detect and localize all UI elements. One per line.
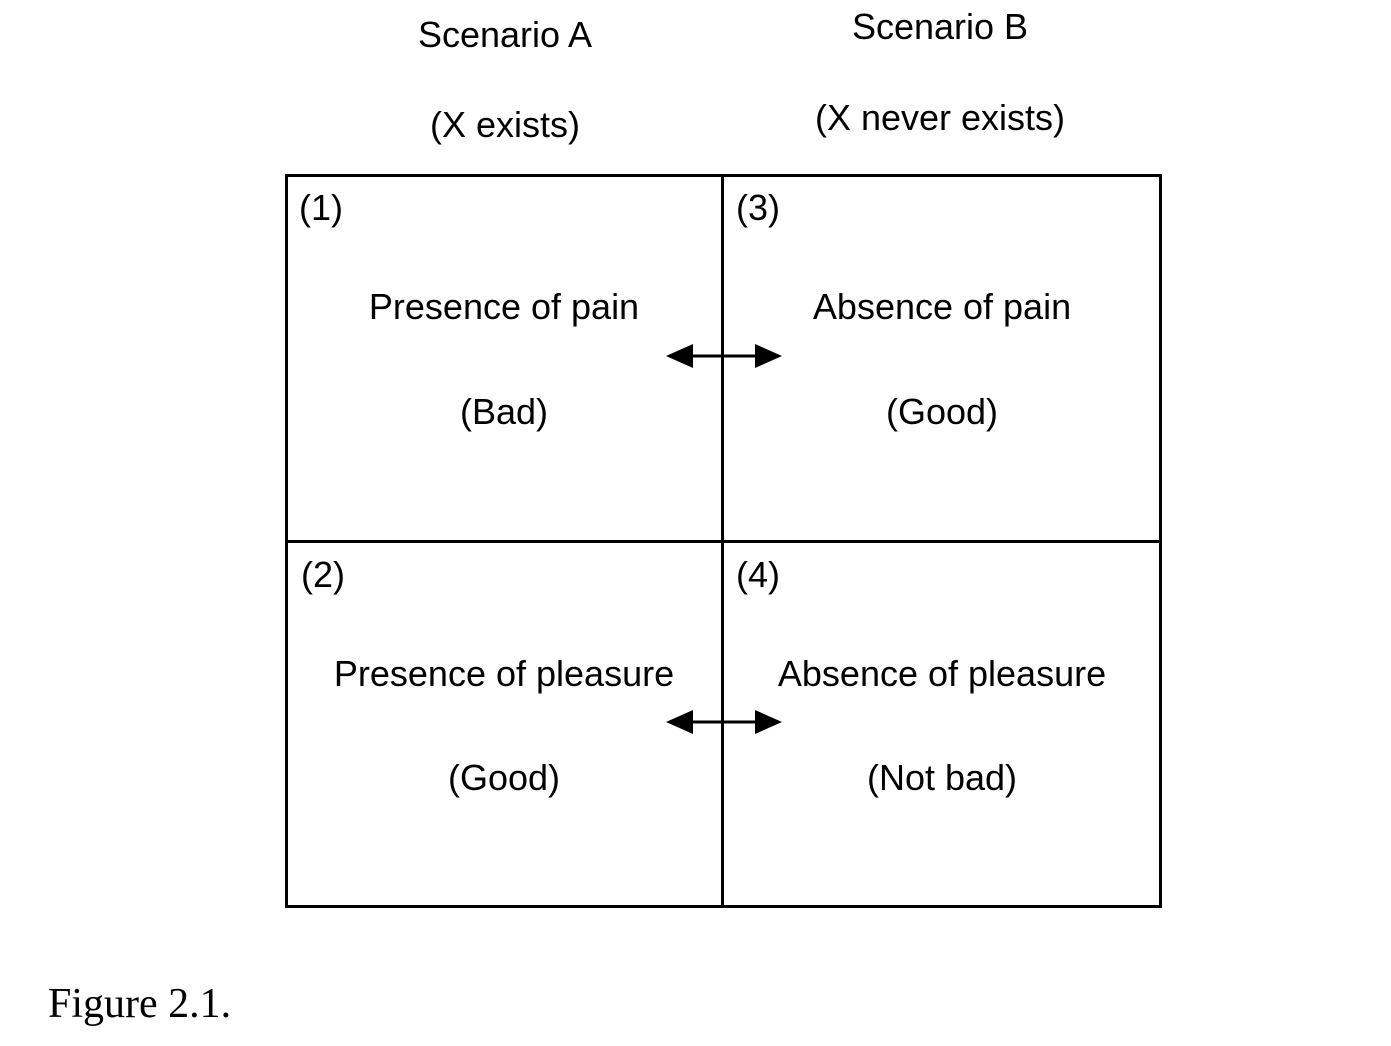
arrow-head-left — [666, 344, 693, 368]
cell-number: (4) — [736, 554, 780, 595]
scenario-b-title: Scenario B — [851, 6, 1029, 47]
double-arrow-icon — [666, 710, 782, 734]
arrow-head-right — [755, 344, 782, 368]
cell-number: (3) — [736, 187, 780, 228]
cell-label: Absence of pain — [812, 286, 1072, 327]
figure-caption: Figure 2.1. — [48, 981, 232, 1027]
arrow-head-left — [666, 710, 693, 734]
cell-value: (Not bad) — [866, 757, 1018, 798]
grid-horizontal-divider — [285, 540, 1162, 543]
cell-number: (2) — [301, 554, 345, 595]
scenario-a-subtitle: (X exists) — [429, 104, 581, 145]
cell-value: (Good) — [447, 757, 561, 798]
scenario-a-title: Scenario A — [417, 14, 593, 55]
cell-value: (Good) — [885, 391, 999, 432]
cell-label: Presence of pleasure — [333, 653, 675, 694]
cell-value: (Bad) — [459, 391, 549, 432]
double-arrow-icon — [666, 344, 782, 368]
scenario-b-subtitle: (X never exists) — [814, 97, 1066, 138]
cell-label: Absence of pleasure — [777, 653, 1107, 694]
arrow-head-right — [755, 710, 782, 734]
cell-number: (1) — [299, 187, 343, 228]
cell-label: Presence of pain — [368, 286, 640, 327]
